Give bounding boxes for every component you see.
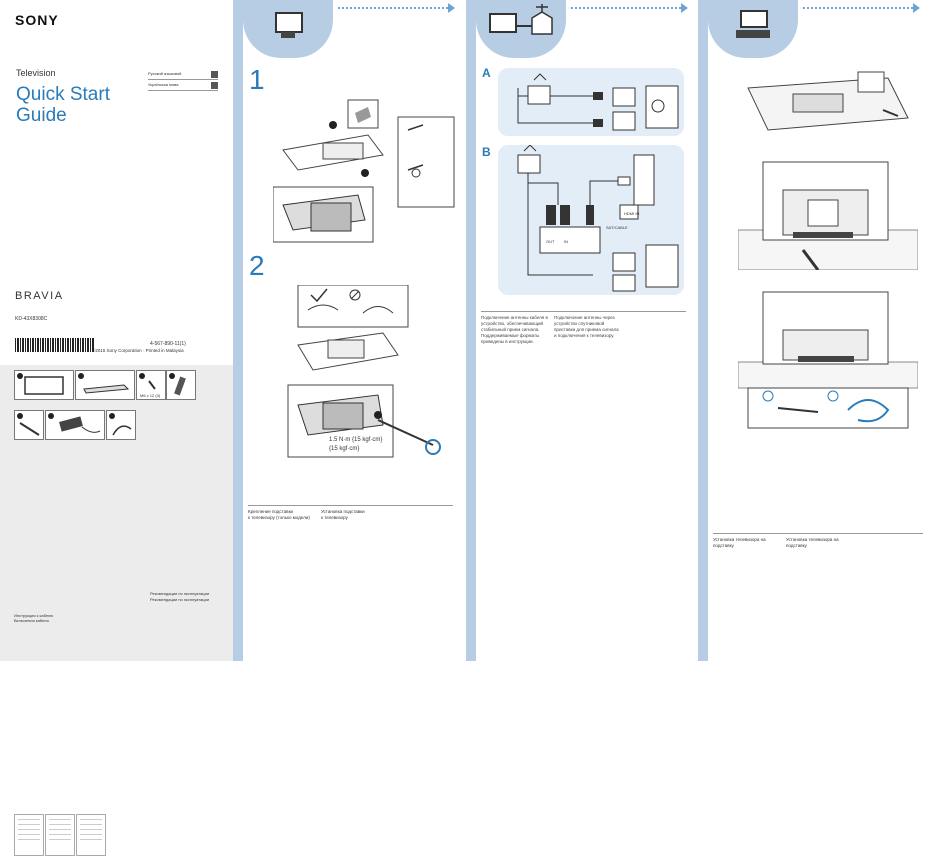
accessory-tv <box>14 370 74 400</box>
sat-cable-label: SAT/CABLE <box>606 225 628 230</box>
tv-cable-illustration <box>738 291 918 429</box>
accessory-adapter <box>45 410 105 440</box>
tv-lift-illustration <box>747 71 909 131</box>
divider <box>713 533 923 534</box>
screw-icon <box>139 373 156 390</box>
checkbox-icon <box>211 82 218 89</box>
tv-icon <box>740 10 768 28</box>
hdmi-label: HDMI IN <box>624 211 640 216</box>
accessory-power-cord <box>106 410 136 440</box>
series-logo: BRAVIA <box>15 290 64 302</box>
step-header-icon <box>476 0 566 58</box>
dotted-connector <box>338 7 448 9</box>
left-footer-1: Инструкция к кабелю <box>14 613 54 618</box>
connection-a-diagram <box>517 73 679 131</box>
connection-a-panel <box>498 68 684 136</box>
column-3-text-b: Подключение антенны через устройство спу… <box>554 315 619 338</box>
accessory-stand <box>75 370 135 400</box>
column-2: 1 2 1.5 N·m {15 kgf·cm} {15 kgf·cm} Креп… <box>243 0 457 661</box>
left-footer-2: Включения кабеля <box>14 618 49 623</box>
step-2-number: 2 <box>249 250 265 281</box>
bottom-note-2: Рекомендации по эксплуатации <box>150 597 210 602</box>
document-code: 4-567-890-11(1) <box>150 341 186 347</box>
column-2-stripe <box>233 0 243 661</box>
cover-column: SONY Television Quick Start Guide Русски… <box>0 0 233 856</box>
document-title: Quick Start Guide <box>16 84 146 126</box>
barcode-icon <box>15 338 95 352</box>
product-type: Television <box>16 68 56 78</box>
stand-icon <box>736 30 770 38</box>
bottom-note-1: Рекомендации по эксплуатации <box>150 591 210 596</box>
accessory-cable <box>14 410 44 440</box>
divider <box>481 311 686 312</box>
step-1-number: 1 <box>249 64 265 95</box>
connection-b-label: B <box>482 145 491 159</box>
column-4-stripe <box>698 0 708 661</box>
connection-b-diagram <box>517 144 679 292</box>
step-header-icon <box>243 0 333 58</box>
brand-logo: SONY <box>15 12 59 28</box>
copyright-text: ©2015 Sony Corporation · Printed in Mala… <box>92 348 184 353</box>
antenna-connection-icon <box>489 4 553 35</box>
column-3: A B <box>476 0 690 661</box>
dotted-connector <box>571 7 681 9</box>
accessories-panel: M6 x 12 (3) Рекомендации по эксплуатации… <box>0 365 233 856</box>
booklet-2 <box>45 814 75 856</box>
step-header-icon <box>708 0 798 58</box>
arrow-right-icon <box>681 3 688 13</box>
booklet-1 <box>14 814 44 856</box>
divider <box>248 505 453 506</box>
arrow-right-icon <box>448 3 455 13</box>
power-cord-icon <box>109 413 132 436</box>
torque-line-2: {15 kgf·cm} <box>329 446 360 452</box>
adapter-icon <box>48 413 101 433</box>
out-port-label: OUT <box>546 239 555 244</box>
language-label: Русский языковой <box>148 71 182 76</box>
step-1-illustration <box>273 99 455 243</box>
column-2-note-b: Установка подставки к телевизору <box>321 509 365 520</box>
tv-back-stand-illustration <box>738 161 918 270</box>
connection-a-label: A <box>482 66 491 80</box>
title-line-2: Guide <box>16 105 67 126</box>
column-2-note-a: Крепление подставки к телевизору (только… <box>248 509 310 520</box>
title-line-1: Quick Start <box>16 84 110 105</box>
stand-icon <box>78 373 130 394</box>
arrow-right-icon <box>913 3 920 13</box>
tv-icon <box>275 12 303 33</box>
column-4-note-b: Установка телевизора на подставку <box>786 537 839 548</box>
checkbox-icon <box>211 71 218 78</box>
connection-b-panel <box>498 144 684 295</box>
language-label: Українська мова <box>148 82 179 87</box>
in-port-label: IN <box>564 239 568 244</box>
column-3-stripe <box>466 0 476 661</box>
dotted-connector <box>803 7 913 9</box>
screw-label: M6 x 12 (3) <box>140 393 161 398</box>
language-row-ru[interactable]: Русский языковой <box>148 71 218 80</box>
language-row-uk[interactable]: Українська мова <box>148 82 218 91</box>
column-4: Установка телевизора на подставку Устано… <box>708 0 926 661</box>
step-2-illustration <box>287 285 441 458</box>
torque-line-1: 1.5 N·m {15 kgf·cm} <box>329 437 383 443</box>
cable-icon <box>17 413 40 436</box>
accessory-remote <box>166 370 196 400</box>
remote-icon <box>169 373 186 396</box>
column-4-note-a: Установка телевизора на подставку <box>713 537 766 548</box>
model-number: KD-43X8308C <box>15 316 48 322</box>
stand-icon <box>281 32 295 38</box>
booklet-3 <box>76 814 106 856</box>
tv-icon <box>17 373 64 395</box>
accessory-screws <box>136 370 166 400</box>
column-3-text-a: Подключение антенны кабеля в устройство,… <box>481 315 548 344</box>
